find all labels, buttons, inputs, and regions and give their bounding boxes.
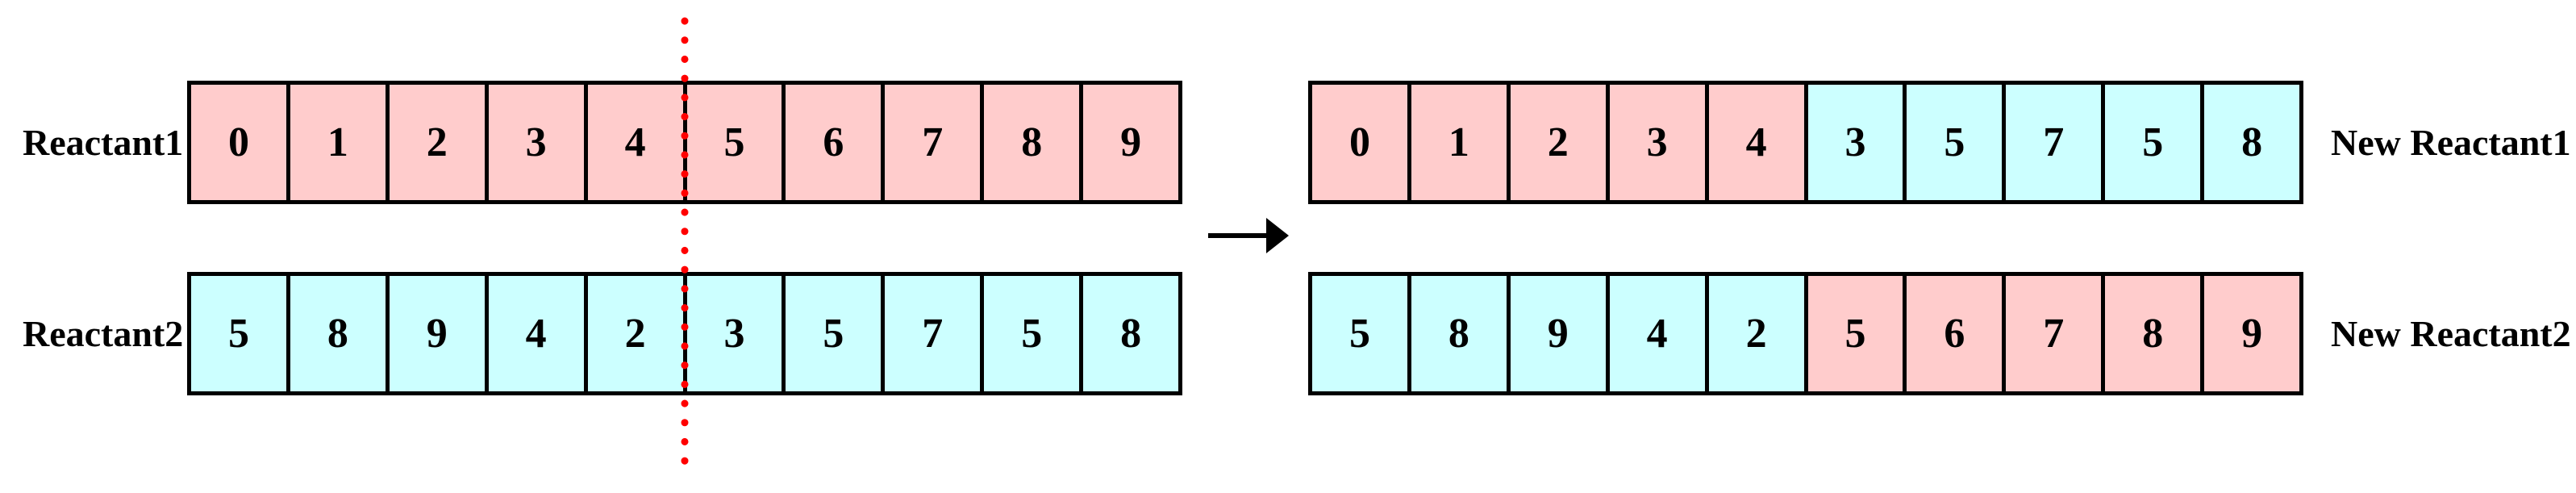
row-label-new-reactant2: New Reactant2 — [2331, 313, 2571, 354]
gene-cell: 5 — [1907, 85, 2007, 200]
gene-cell: 9 — [2204, 276, 2300, 391]
gene-cell: 8 — [290, 276, 390, 391]
gene-cell: 3 — [1609, 85, 1709, 200]
gene-cell: 4 — [587, 85, 687, 200]
gene-cell: 9 — [389, 276, 489, 391]
row-label-reactant2: Reactant2 — [23, 313, 184, 354]
gene-cell: 5 — [1312, 276, 1411, 391]
gene-cell: 1 — [1411, 85, 1511, 200]
crossover-point-line — [681, 17, 689, 474]
gene-cell: 2 — [587, 276, 687, 391]
gene-cell: 8 — [1083, 276, 1179, 391]
gene-cell: 2 — [1708, 276, 1808, 391]
gene-cell: 5 — [2105, 85, 2205, 200]
gene-cell: 6 — [786, 85, 886, 200]
gene-cell: 3 — [686, 276, 786, 391]
gene-cell: 7 — [2006, 276, 2106, 391]
gene-cell: 3 — [488, 85, 588, 200]
arrow-right-icon — [1208, 218, 1289, 253]
gene-cell: 2 — [389, 85, 489, 200]
row-label-reactant1: Reactant1 — [23, 122, 184, 163]
gene-cell: 1 — [290, 85, 390, 200]
gene-cell: 7 — [885, 276, 985, 391]
gene-cell: 8 — [1411, 276, 1511, 391]
gene-cell: 5 — [984, 276, 1084, 391]
gene-cell: 8 — [2105, 276, 2205, 391]
gene-cell: 5 — [686, 85, 786, 200]
gene-cell: 7 — [885, 85, 985, 200]
gene-cell: 8 — [2204, 85, 2300, 200]
gene-cell: 0 — [1312, 85, 1411, 200]
gene-cell: 2 — [1510, 85, 1610, 200]
gene-cell: 5 — [786, 276, 886, 391]
gene-cell: 9 — [1510, 276, 1610, 391]
gene-cell: 7 — [2006, 85, 2106, 200]
gene-cell: 4 — [1609, 276, 1709, 391]
gene-cell: 5 — [191, 276, 290, 391]
gene-cell: 3 — [1807, 85, 1907, 200]
gene-cell: 4 — [488, 276, 588, 391]
gene-cell: 9 — [1083, 85, 1179, 200]
gene-cell: 5 — [1807, 276, 1907, 391]
gene-cell: 8 — [984, 85, 1084, 200]
gene-cell: 0 — [191, 85, 290, 200]
gene-cell: 6 — [1907, 276, 2007, 391]
gene-cell: 4 — [1708, 85, 1808, 200]
row-label-new-reactant1: New Reactant1 — [2331, 122, 2571, 163]
